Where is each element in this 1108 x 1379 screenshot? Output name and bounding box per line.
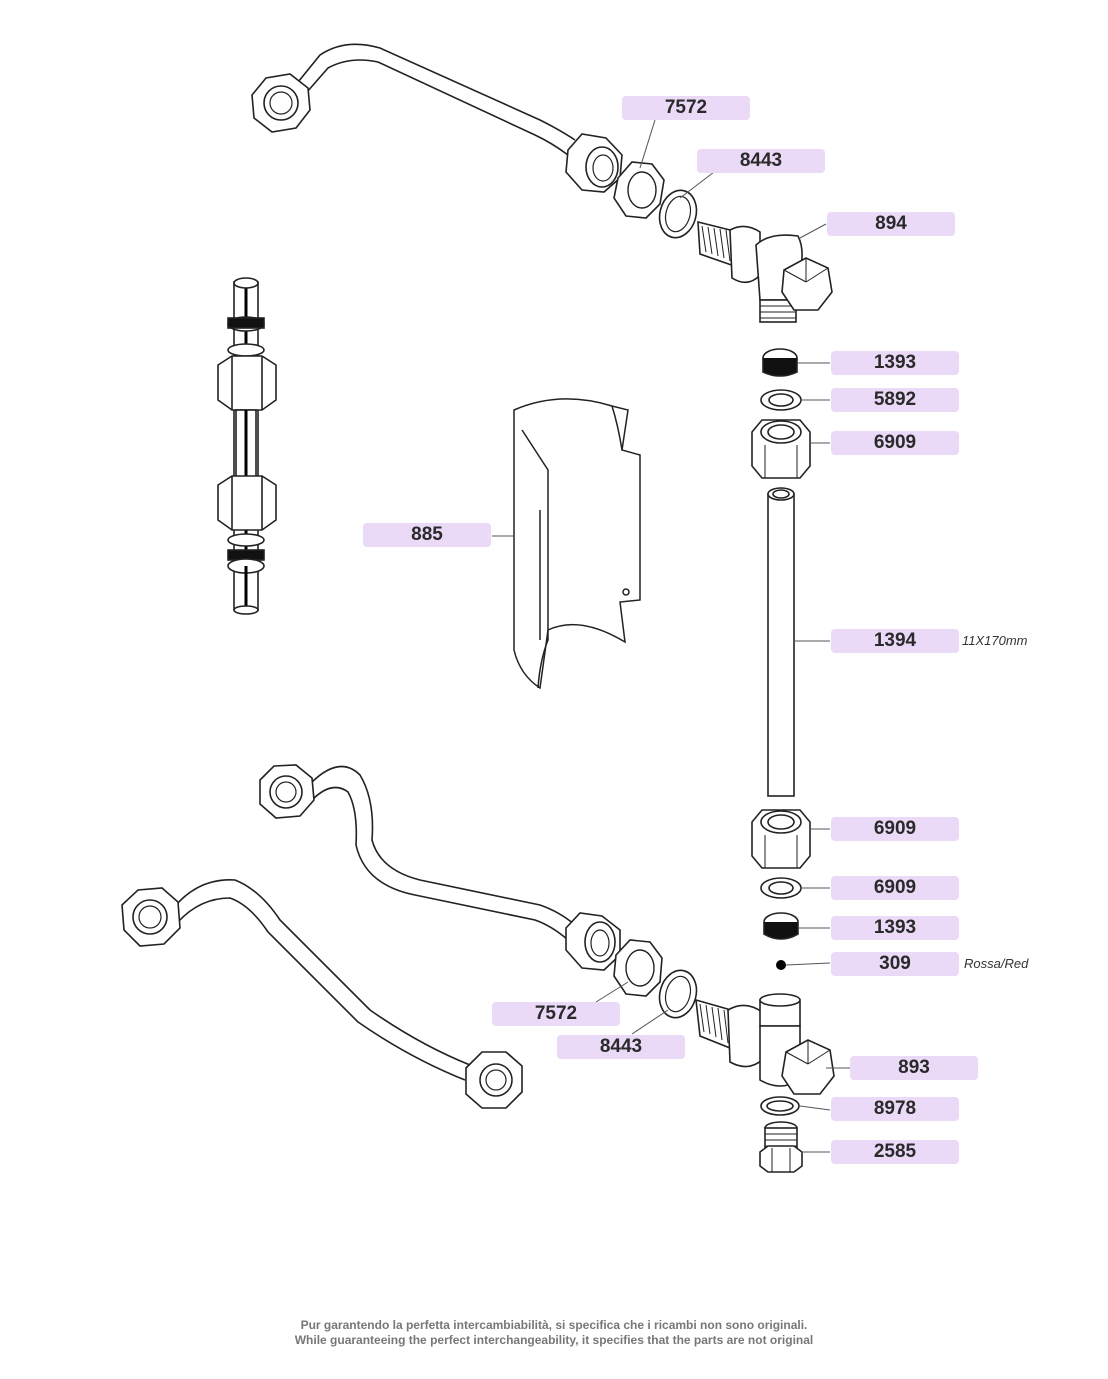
part-note-309: Rossa/Red — [964, 956, 1029, 971]
part-label-6909-top: 6909 — [831, 431, 959, 455]
top-tee-fitting-894 — [697, 220, 833, 323]
part-label-894: 894 — [827, 212, 955, 236]
disclaimer-english: While guaranteeing the perfect interchan… — [294, 1333, 814, 1347]
bottom-pipe-upper-left-nut — [259, 764, 315, 819]
bottom-tee-fitting-893 — [695, 993, 835, 1095]
ball-309-red — [776, 960, 786, 970]
top-pipe-right-nut — [565, 133, 623, 193]
plug-1393-bottom — [763, 912, 799, 940]
part-label-7572-bottom: 7572 — [492, 1002, 620, 1026]
part-label-1393-top: 1393 — [831, 351, 959, 375]
top-locknut-7572 — [613, 161, 665, 219]
nut-6909-top — [751, 419, 811, 479]
top-washer-8443 — [658, 189, 698, 239]
top-pipe-left-nut — [251, 73, 311, 133]
part-label-5892: 5892 — [831, 388, 959, 412]
bottom-washer-8443 — [658, 969, 698, 1019]
part-label-8443-bottom: 8443 — [557, 1035, 685, 1059]
tube-1394 — [767, 487, 795, 797]
part-label-1394: 1394 — [831, 629, 959, 653]
plug-2585 — [759, 1121, 803, 1173]
plug-1393-top — [762, 348, 798, 377]
leader-lines — [492, 119, 850, 1153]
part-note-1394: 11X170mm — [962, 633, 1028, 648]
part-label-6909-washer: 6909 — [831, 876, 959, 900]
part-label-893: 893 — [850, 1056, 978, 1080]
bottom-pipe-lower-right-nut — [465, 1051, 523, 1109]
disclaimer-italian: Pur garantendo la perfetta intercambiabi… — [300, 1318, 808, 1332]
nut-6909-bottom — [751, 809, 811, 869]
part-label-8443-top: 8443 — [697, 149, 825, 173]
part-label-885: 885 — [363, 523, 491, 547]
part-label-7572-top: 7572 — [622, 96, 750, 120]
bottom-pipe-lower — [175, 879, 471, 1081]
left-assembly — [217, 277, 277, 615]
washer-8978 — [760, 1096, 800, 1116]
washer-5892 — [760, 389, 802, 411]
bottom-pipe-lower-left-nut — [121, 887, 181, 947]
part-label-309: 309 — [831, 952, 959, 976]
bottom-locknut-7572 — [613, 939, 663, 997]
bottom-pipe-upper-right-nut — [565, 912, 621, 971]
top-pipe — [289, 43, 576, 156]
part-label-2585: 2585 — [831, 1140, 959, 1164]
part-label-8978: 8978 — [831, 1097, 959, 1121]
part-label-6909-bottom-nut: 6909 — [831, 817, 959, 841]
part-label-1393-bottom: 1393 — [831, 916, 959, 940]
washer-6909 — [760, 877, 802, 899]
bottom-pipe-upper — [311, 765, 576, 941]
shield-885 — [513, 398, 641, 690]
